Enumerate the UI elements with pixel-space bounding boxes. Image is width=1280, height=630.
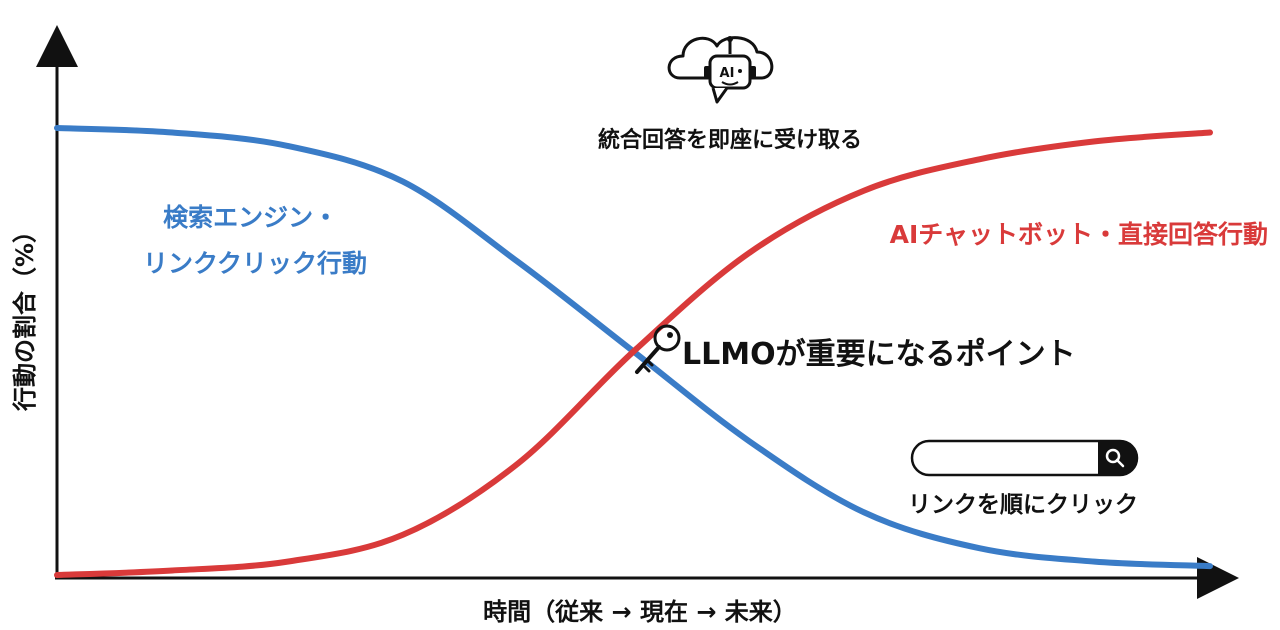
x-axis-label: 時間（従来 → 現在 → 未来） [483,598,797,626]
crossover-label: LLMOが重要になるポイント [682,337,1076,372]
series-line-ai [54,129,1213,578]
ai-caption: 統合回答を即座に受け取る [598,127,862,153]
search-caption: リンクを順にクリック [908,492,1138,518]
search-icon [910,439,1139,477]
ai-icon-text: AI [720,66,735,81]
series-label-ai: AIチャットボット・直接回答行動 [890,220,1268,249]
y-axis-label: 行動の割合（%） [11,219,39,412]
key-icon [635,324,681,374]
series-label-search: 検索エンジン・ リンククリック行動 [143,203,367,278]
ai-cloud-robot-icon: AI [667,36,774,104]
